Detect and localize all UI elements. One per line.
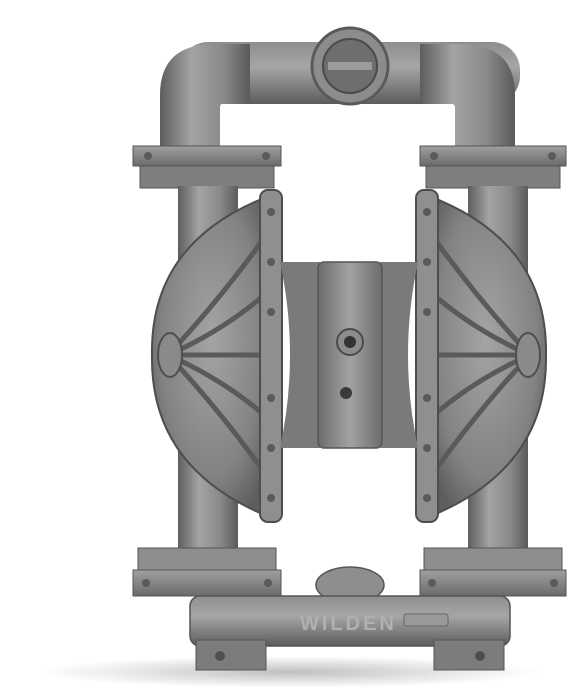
brand-mark: WILDEN <box>300 613 397 635</box>
pump-feet <box>195 639 505 671</box>
left-diaphragm-chamber <box>150 189 283 523</box>
lower-left-flange <box>132 547 282 597</box>
lower-right-flange <box>419 547 567 597</box>
center-section <box>280 261 418 449</box>
upper-left-flange <box>132 145 282 189</box>
discharge-manifold <box>160 26 520 150</box>
exhaust-port <box>340 387 352 399</box>
right-diaphragm-chamber <box>415 189 548 523</box>
inlet-manifold: WILDEN <box>189 566 511 647</box>
upper-right-flange <box>419 145 567 189</box>
ground-shadow <box>40 656 540 688</box>
